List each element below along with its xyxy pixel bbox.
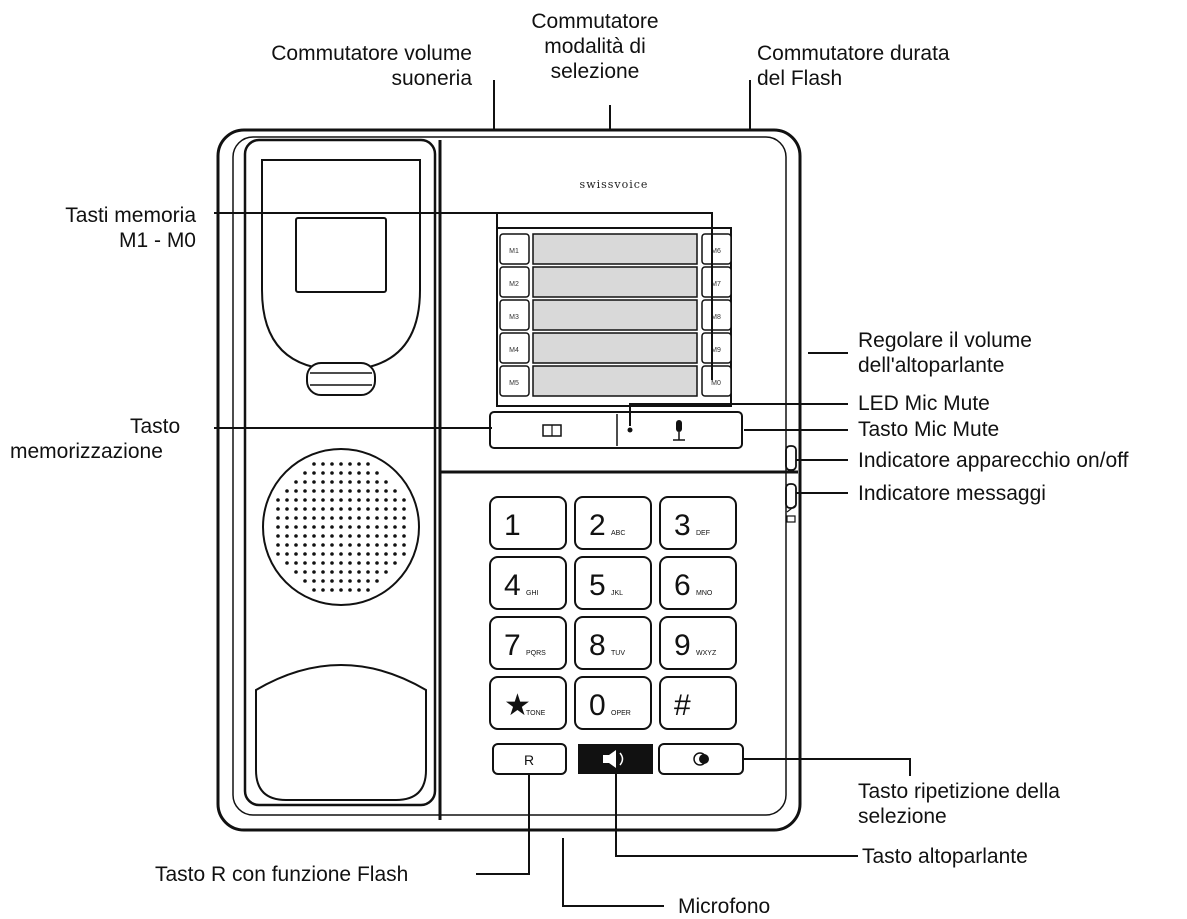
keypad-digit: #: [674, 689, 691, 722]
keypad-letters: WXYZ: [696, 650, 717, 657]
redial-icon: [693, 752, 709, 766]
leader-lines: [214, 80, 911, 907]
label-power-indicator: Indicatore apparecchio on/off: [858, 449, 1129, 472]
memory-key-left[interactable]: [499, 365, 530, 397]
memory-key-left[interactable]: [499, 266, 530, 298]
memory-key-right[interactable]: [701, 233, 732, 265]
memory-key-left[interactable]: [499, 233, 530, 265]
memory-key-right[interactable]: [701, 365, 732, 397]
memory-label-card: [532, 332, 698, 364]
keypad-letters: ABC: [611, 530, 625, 537]
keypad-letters: TONE: [526, 710, 546, 717]
keypad-digit: 7: [504, 629, 521, 662]
memory-label-card: [532, 266, 698, 298]
keypad-letters: PQRS: [526, 650, 546, 657]
keypad-digit: 4: [504, 569, 521, 602]
label-speaker-key: Tasto altoparlante: [862, 845, 1028, 868]
label-mic-mute-key: Tasto Mic Mute: [858, 418, 1000, 441]
memory-key-label: M7: [711, 281, 721, 288]
speaker-grille: [262, 448, 420, 606]
keypad-letters: MNO: [696, 590, 713, 597]
memory-key-left[interactable]: [499, 299, 530, 331]
keypad-letters: DEF: [696, 530, 710, 537]
label-microphone: Microfono: [678, 895, 771, 918]
memory-key-label: M5: [509, 380, 519, 387]
speaker-icon: [603, 750, 624, 768]
mic-mute-key[interactable]: [673, 420, 685, 441]
memory-key-label: M1: [509, 248, 519, 255]
speaker-grille-holes: [276, 462, 406, 592]
memory-key-label: M9: [711, 347, 721, 354]
label-message-indicator: Indicatore messaggi: [858, 482, 1046, 505]
keypad-digit: ★: [504, 689, 531, 722]
envelope-icon: [786, 515, 796, 523]
memory-key-label: M0: [711, 380, 721, 387]
memory-key-left[interactable]: [499, 332, 530, 364]
keypad-digit: 3: [674, 509, 691, 542]
led-mic-mute: [627, 427, 633, 433]
keypad-digit: 0: [589, 689, 606, 722]
brand-logo: swissvoice: [580, 178, 649, 191]
keypad-letters: JKL: [611, 590, 623, 597]
keypad-key-★[interactable]: ★TONE: [489, 676, 567, 730]
handset-window: [295, 217, 387, 293]
keypad-letters: OPER: [611, 710, 631, 717]
keypad-key-#[interactable]: #: [659, 676, 737, 730]
memory-key-label: M6: [711, 248, 721, 255]
label-store-key: Tasto memorizzazione: [10, 415, 181, 463]
label-r-key: Tasto R con funzione Flash: [155, 863, 409, 886]
phone-body-inner: [232, 136, 787, 816]
memory-key-right[interactable]: [701, 266, 732, 298]
handset-cradle: [243, 138, 437, 807]
memory-label-card: [532, 299, 698, 331]
memory-label-card: [532, 365, 698, 397]
keypad-digit: 8: [589, 629, 606, 662]
memory-key-label: M2: [509, 281, 519, 288]
keypad-digit: 2: [589, 509, 606, 542]
store-mute-bar: [489, 411, 743, 449]
keypad-letters: GHI: [526, 590, 539, 597]
memory-key-right[interactable]: [701, 299, 732, 331]
keypad-letters: TUV: [611, 650, 625, 657]
keypad-digit: 5: [589, 569, 606, 602]
memory-key-label: M3: [509, 314, 519, 321]
handset-mouthpiece: [255, 664, 427, 801]
memory-label-card: [532, 233, 698, 265]
keypad-digit: 1: [504, 509, 521, 542]
r-key-label: R: [524, 752, 534, 768]
memory-key-label: M4: [509, 347, 519, 354]
keypad-digit: 6: [674, 569, 691, 602]
power-indicator: [785, 445, 797, 471]
handset-hook: [306, 362, 376, 396]
message-indicator: [785, 483, 797, 509]
memory-key-right[interactable]: [701, 332, 732, 364]
keypad-key-1[interactable]: 1: [489, 496, 567, 550]
label-led-mic-mute: LED Mic Mute: [858, 392, 990, 415]
keypad-digit: 9: [674, 629, 691, 662]
memory-key-label: M8: [711, 314, 721, 321]
